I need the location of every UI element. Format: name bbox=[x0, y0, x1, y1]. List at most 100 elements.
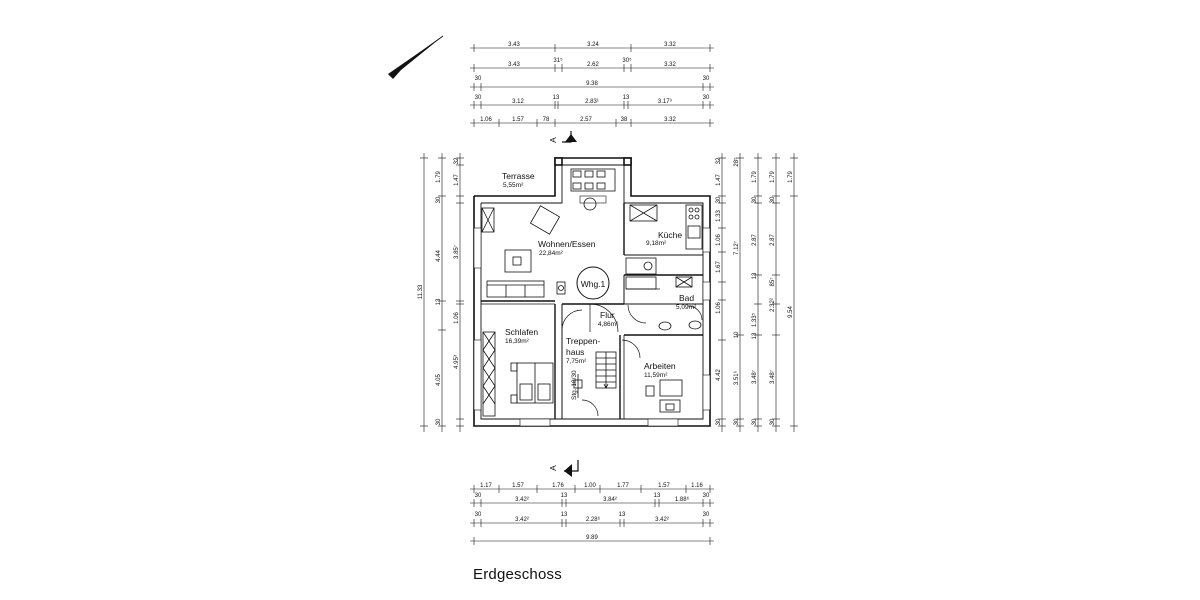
dim-label: 4.05 bbox=[436, 374, 442, 386]
dim-label: 9.89 bbox=[586, 535, 598, 541]
staircase-icon bbox=[573, 351, 617, 398]
kitchen-counter-icon bbox=[629, 204, 658, 222]
right-dimension-chains bbox=[718, 153, 798, 432]
dim-label: 1.16 bbox=[691, 483, 703, 489]
section-marker-bottom: A bbox=[548, 460, 579, 477]
room-area-flur: 4,86m² bbox=[598, 321, 619, 328]
dim-label: 3.42² bbox=[515, 517, 529, 523]
dim-label: 1.88⁶ bbox=[675, 496, 690, 503]
bottom-dimension-labels: 1.17 1.57 1.76 1.00 1.77 1.57 1.16 30 3.… bbox=[475, 483, 710, 541]
top-dimension-chains bbox=[470, 44, 714, 127]
doors bbox=[561, 303, 703, 417]
section-letter: A bbox=[548, 137, 558, 143]
shelf-icon bbox=[481, 207, 495, 233]
dim-label: 1.77 bbox=[617, 483, 629, 489]
dim-label: 3.85⁷ bbox=[453, 245, 460, 259]
dim-label: 28⁵ bbox=[733, 157, 740, 167]
desk-icon bbox=[659, 379, 683, 397]
dim-label: 31⁵ bbox=[553, 57, 563, 64]
dim-label: 38 bbox=[621, 117, 628, 123]
windows bbox=[473, 195, 711, 427]
dim-label: 2.57 bbox=[580, 117, 592, 123]
dim-label: 1.57 bbox=[512, 117, 524, 123]
dim-label: 9.54 bbox=[788, 306, 794, 318]
dim-label: 2.83¹ bbox=[585, 99, 599, 105]
armchair-icon bbox=[529, 205, 561, 235]
top-dimension-labels: 3.43 3.24 3.32 3.43 31⁵ 2.62 30⁵ 3.32 30… bbox=[475, 42, 710, 123]
dim-label: 1.47 bbox=[454, 174, 460, 186]
room-area-wohnen: 22,84m² bbox=[539, 250, 564, 257]
room-name-treppenhaus: Treppen- bbox=[566, 336, 600, 346]
sofa-icon bbox=[486, 280, 545, 298]
dim-label: 30 bbox=[436, 418, 442, 425]
dim-label: 1.57 bbox=[658, 483, 670, 489]
dim-label: 30 bbox=[475, 76, 482, 82]
dim-label: 4.95³ bbox=[454, 355, 460, 369]
dim-label: 30 bbox=[475, 493, 482, 499]
dim-label: 30 bbox=[734, 418, 740, 425]
dim-label: 1.06 bbox=[716, 234, 722, 246]
dim-label: 7.12⁷ bbox=[733, 241, 740, 255]
room-name-arbeiten: Arbeiten bbox=[644, 361, 676, 371]
dim-label: 13 bbox=[561, 493, 568, 499]
room-name-wohnen: Wohnen/Essen bbox=[538, 239, 596, 249]
dim-label: 3.24 bbox=[587, 42, 599, 48]
dim-label: 1.47 bbox=[716, 174, 722, 186]
dim-label: 85⁷ bbox=[769, 278, 776, 287]
dim-label: 30 bbox=[752, 418, 758, 425]
dim-label: 13 bbox=[623, 95, 630, 101]
dim-label: 13 bbox=[619, 512, 626, 518]
dim-label: 30 bbox=[475, 95, 482, 101]
room-name-treppenhaus-2: haus bbox=[566, 347, 584, 357]
dim-label: 1.79 bbox=[788, 171, 794, 183]
dim-label: 1.79 bbox=[436, 171, 442, 183]
bottom-dimension-chains bbox=[470, 485, 714, 545]
dim-label: 3.32 bbox=[664, 117, 676, 123]
left-dimension-labels: 32 1.47 30 3.85⁷ 13 4.95³ 30 1.79 4.44 1… bbox=[418, 157, 460, 425]
dim-label: 3.43 bbox=[508, 42, 520, 48]
right-dimension-labels: 32 1.47 30 1.33 1.06 1.67 1.06 4.42 30 2… bbox=[716, 157, 794, 425]
bathtub-icon bbox=[625, 276, 657, 290]
dim-label: 3.12 bbox=[512, 99, 524, 105]
dim-label: 30 bbox=[770, 418, 776, 425]
dim-label: 30 bbox=[436, 196, 442, 203]
dim-label: 78 bbox=[543, 117, 550, 123]
room-area-bad: 5,09m² bbox=[676, 304, 697, 311]
dim-label: 30 bbox=[752, 196, 758, 203]
dim-label: 2.62 bbox=[587, 62, 599, 68]
round-table-icon bbox=[583, 197, 597, 211]
room-area-schlafen: 16,39m² bbox=[505, 338, 530, 345]
dim-label: 30 bbox=[716, 196, 722, 203]
room-area-treppenhaus: 7,75m² bbox=[566, 358, 587, 365]
room-name-flur: Flur bbox=[600, 310, 615, 320]
dim-label: 13 bbox=[436, 298, 442, 305]
wardrobe-icon bbox=[482, 331, 496, 417]
room-area-terrasse: 5,55m² bbox=[503, 182, 524, 189]
dim-label: 3.17⁹ bbox=[658, 98, 673, 105]
room-area-kueche: 9,18m² bbox=[646, 240, 667, 247]
dim-label: 1.67 bbox=[716, 261, 722, 273]
dim-label: 10 bbox=[734, 331, 740, 338]
room-name-terrasse: Terrasse bbox=[502, 171, 535, 181]
dim-label: 30 bbox=[703, 95, 710, 101]
room-area-arbeiten: 11,59m² bbox=[644, 372, 668, 379]
dim-label: 32 bbox=[716, 157, 722, 164]
north-arrow-icon bbox=[388, 35, 444, 79]
dim-label: 1.57 bbox=[512, 483, 524, 489]
dim-label: 30 bbox=[770, 196, 776, 203]
dim-label: 1.00 bbox=[584, 483, 596, 489]
dim-label: 3.43 bbox=[508, 62, 520, 68]
dim-label: 2.87 bbox=[770, 234, 776, 246]
dim-label: 3.32 bbox=[664, 42, 676, 48]
room-name-bad: Bad bbox=[679, 293, 694, 303]
dim-label: 1.06 bbox=[480, 117, 492, 123]
dim-label: 3.42² bbox=[515, 497, 529, 503]
fridge-icon bbox=[625, 257, 657, 275]
dim-label: 30 bbox=[703, 76, 710, 82]
toilet-icon bbox=[688, 320, 702, 330]
sink-icon bbox=[675, 276, 693, 288]
unit-label: Whg.1 bbox=[581, 279, 606, 289]
dim-label: 4.44 bbox=[436, 250, 442, 262]
dim-label: 1.06 bbox=[716, 302, 722, 314]
